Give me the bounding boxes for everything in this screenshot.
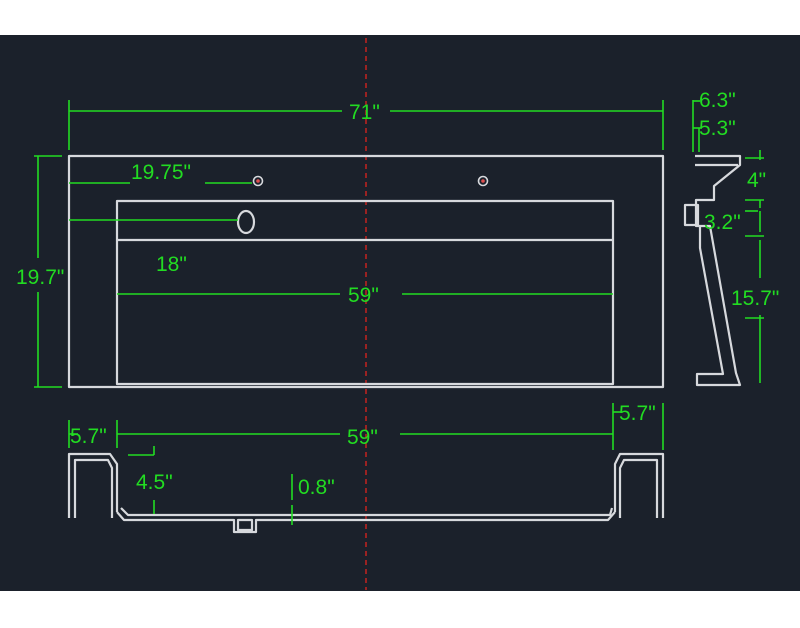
section-width-label: 59" [347,426,378,449]
faucet-hole-left [252,175,264,187]
front-view [67,154,665,389]
front-dimensions [34,100,664,388]
section-dimensions [68,403,664,525]
side-height-label: 15.7" [731,287,779,310]
drain-depth-label: 0.8" [298,476,335,499]
right-end-width-label: 5.7" [619,402,656,425]
faucet-hole-right [477,175,489,187]
section-left-end [67,452,119,518]
section-right-end [613,452,665,518]
side-dimensions [692,100,764,383]
front-outer-outline [67,154,665,389]
basin-width-label: 59" [348,284,379,307]
side-step-height-label: 3.2" [704,211,741,234]
section-left-end-inner [73,458,114,518]
section-basin-inner [120,507,614,517]
side-inner-width-label: 5.3" [699,117,736,140]
basin-depth-front-label: 18" [156,253,187,276]
side-view [683,154,742,387]
overall-width-label: 71" [349,101,380,124]
side-section-outline [694,154,742,387]
section-drain [236,518,254,532]
overflow-hole [236,209,256,235]
side-lip-height-label: 4" [747,169,766,192]
section-depth-label: 4.5" [136,471,173,494]
faucet-offset-label: 19.75" [131,161,191,184]
side-overflow-block [683,203,700,227]
section-basin [116,511,616,534]
side-top-width-label: 6.3" [699,89,736,112]
front-basin-outline [115,199,615,386]
left-end-width-label: 5.7" [70,425,107,448]
section-right-end-inner [618,458,659,518]
drawing-background [0,35,800,591]
overall-height-label: 19.7" [16,266,64,289]
section-view [67,452,665,534]
